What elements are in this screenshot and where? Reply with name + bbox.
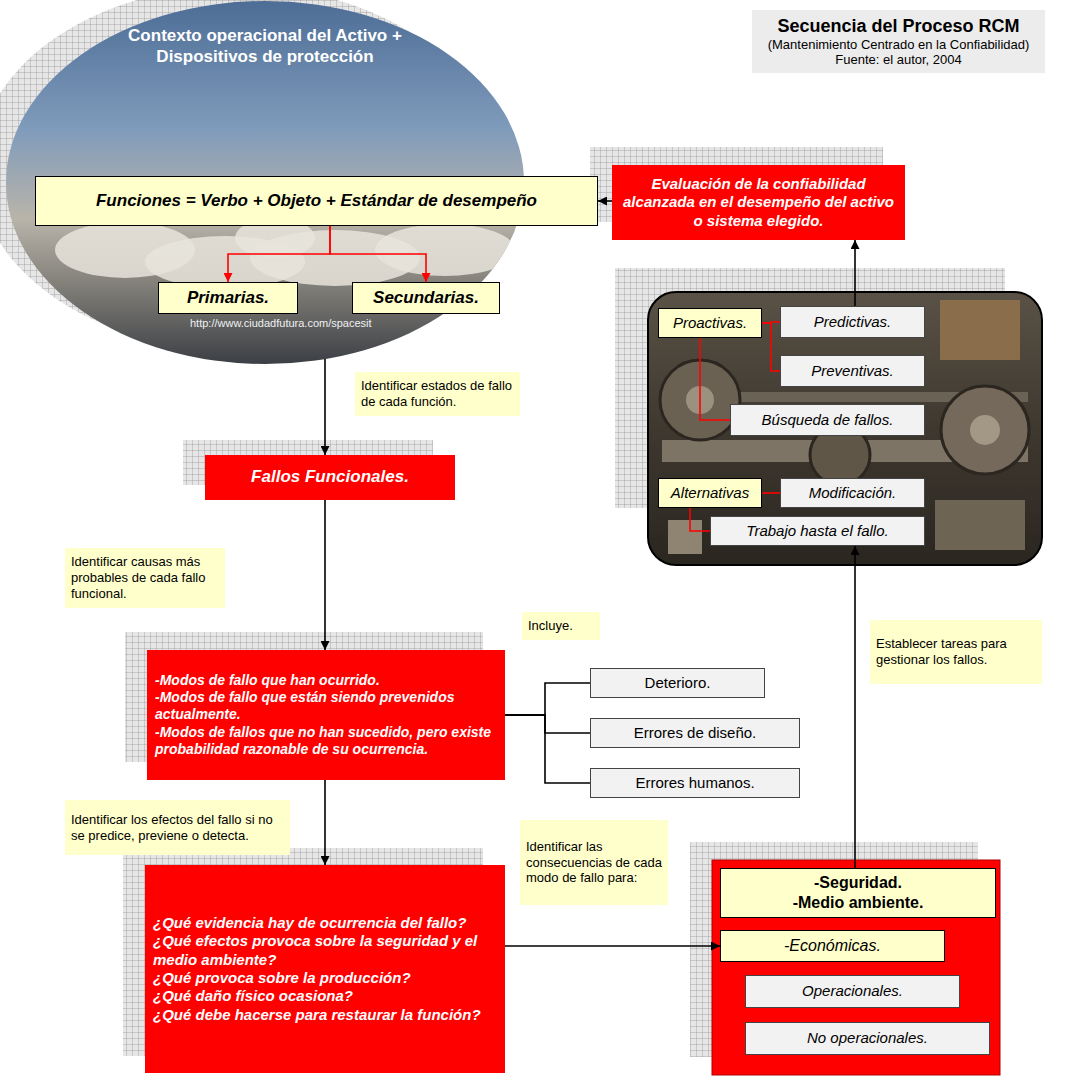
function-type-box: Primarias. <box>158 282 298 314</box>
node-text: Alternativas <box>667 484 753 502</box>
node-text: Fallos Funcionales. <box>213 467 447 488</box>
node-text: Establecer tareas para gestionar los fal… <box>876 636 1036 668</box>
task-box: Preventivas. <box>780 355 925 387</box>
task-group-box: Alternativas <box>658 478 762 508</box>
node-text: Errores humanos. <box>599 774 791 792</box>
connector-arrow <box>762 492 780 494</box>
consequence-box: No operacionales. <box>745 1022 990 1055</box>
node-text: -Seguridad. <box>729 873 987 893</box>
node-text: -Modos de fallos que no han sucedido, pe… <box>155 724 497 758</box>
function-type-box: Secundarias. <box>352 282 500 314</box>
task-group-box: Proactivas. <box>658 308 762 338</box>
node-text: -Modos de fallo que están siendo preveni… <box>155 689 497 723</box>
task-box: Búsqueda de fallos. <box>730 404 925 436</box>
cause-box: Errores de diseño. <box>590 718 800 748</box>
node-text: -Medio ambiente. <box>729 893 987 913</box>
context-ellipse: Contexto operacional del Activo + Dispos… <box>5 0 525 365</box>
node-text: Deterioro. <box>599 674 756 692</box>
connector-arrow <box>505 715 590 783</box>
node-text: Modificación. <box>789 484 916 502</box>
node-text: ¿Qué evidencia hay de ocurrencia del fal… <box>153 914 497 932</box>
connector-arrow <box>324 500 326 650</box>
connector-arrow <box>762 323 780 371</box>
node-text: No operacionales. <box>754 1029 981 1047</box>
diagram-title: Secuencia del Proceso RCM <box>756 16 1041 37</box>
gear-hub <box>970 415 1000 445</box>
node-text: Trabajo hasta el fallo. <box>719 522 916 540</box>
node-text: ¿Qué debe hacerse para restaurar la func… <box>153 1006 497 1024</box>
consequence-box: -Seguridad.-Medio ambiente. <box>720 868 996 918</box>
task-box: Trabajo hasta el fallo. <box>710 516 925 546</box>
node-text: ¿Qué efectos provoca sobre la seguridad … <box>153 932 497 969</box>
node-text: Operacionales. <box>754 982 951 1000</box>
node-text: Errores de diseño. <box>599 724 791 742</box>
step-note: Identificar estados de fallo de cada fun… <box>355 372 520 416</box>
consequences-frame <box>712 860 1000 1075</box>
connector-arrow <box>505 683 590 715</box>
node-text: Contexto operacional del Activo + Dispos… <box>115 26 415 67</box>
node-text: Funciones = Verbo + Objeto + Estándar de… <box>44 191 589 212</box>
connector-arrow <box>700 338 730 420</box>
step-note: Identificar causas más probables de cada… <box>65 548 225 608</box>
subtitle-text: (Mantenimiento Centrado en la Confiabili… <box>756 37 1041 52</box>
connector-arrow <box>598 200 612 202</box>
machinery-illustration <box>660 300 1029 554</box>
node-text: -Económicas. <box>729 936 936 956</box>
process-box: ¿Qué evidencia hay de ocurrencia del fal… <box>145 865 505 1073</box>
connector-arrow <box>324 780 326 865</box>
node-text: Evaluación de la confiabilidad alcanzada… <box>620 175 897 230</box>
cause-box: Deterioro. <box>590 668 765 698</box>
node-text: Preventivas. <box>789 362 916 380</box>
node-text: Identificar estados de fallo de cada fun… <box>361 378 514 410</box>
step-note: Incluye. <box>522 612 600 640</box>
process-box: Fallos Funcionales. <box>205 455 455 500</box>
node-text: ¿Qué daño físico ocasiona? <box>153 987 497 1005</box>
connector-arrow <box>505 715 590 733</box>
process-box: -Modos de fallo que han ocurrido.-Modos … <box>147 650 505 780</box>
machine-block <box>668 520 702 554</box>
cause-box: Errores humanos. <box>590 768 800 798</box>
machine-housing <box>940 300 1020 360</box>
node-text: Primarias. <box>167 288 289 309</box>
connector-arrow <box>854 240 856 306</box>
consequence-box: -Económicas. <box>720 930 945 962</box>
node-text: -Modos de fallo que han ocurrido. <box>155 672 497 689</box>
connector-arrow <box>505 945 720 947</box>
connector-arrow <box>324 359 326 455</box>
watermark-box: http://www.ciudadfutura.com/spacesit <box>190 317 372 329</box>
gear <box>941 386 1029 474</box>
launch-smoke <box>55 218 515 288</box>
node-text: Incluye. <box>528 618 594 634</box>
node-text: Identificar las consecuencias de cada mo… <box>526 839 662 887</box>
function-box: Funciones = Verbo + Objeto + Estándar de… <box>35 176 598 226</box>
task-box: Modificación. <box>780 478 925 508</box>
connector-arrow <box>690 508 710 531</box>
step-note: Establecer tareas para gestionar los fal… <box>870 620 1042 684</box>
node-text: Secundarias. <box>361 288 491 309</box>
watermark-text: http://www.ciudadfutura.com/spacesit <box>190 317 372 329</box>
node-text: Búsqueda de fallos. <box>739 411 916 429</box>
subtitle-text: Fuente: el autor, 2004 <box>756 52 1041 67</box>
node-text: Identificar causas más probables de cada… <box>71 554 219 602</box>
consequence-box: Operacionales. <box>745 975 960 1008</box>
connector-arrow <box>854 546 856 868</box>
smoke-cloud <box>375 224 515 276</box>
evaluation-box: Evaluación de la confiabilidad alcanzada… <box>612 165 905 240</box>
node-text: Predictivas. <box>789 313 916 331</box>
node-text: ¿Qué provoca sobre la producción? <box>153 969 497 987</box>
node-text: Proactivas. <box>667 314 753 332</box>
step-note: Identificar las consecuencias de cada mo… <box>520 820 668 905</box>
node-text: Identificar los efectos del fallo si no … <box>71 812 284 844</box>
machine-block <box>935 500 1025 550</box>
step-note: Identificar los efectos del fallo si no … <box>65 800 290 855</box>
task-box: Predictivas. <box>780 306 925 338</box>
machinery-photo-frame <box>648 292 1042 565</box>
title-panel: Secuencia del Proceso RCM(Mantenimiento … <box>752 10 1045 73</box>
